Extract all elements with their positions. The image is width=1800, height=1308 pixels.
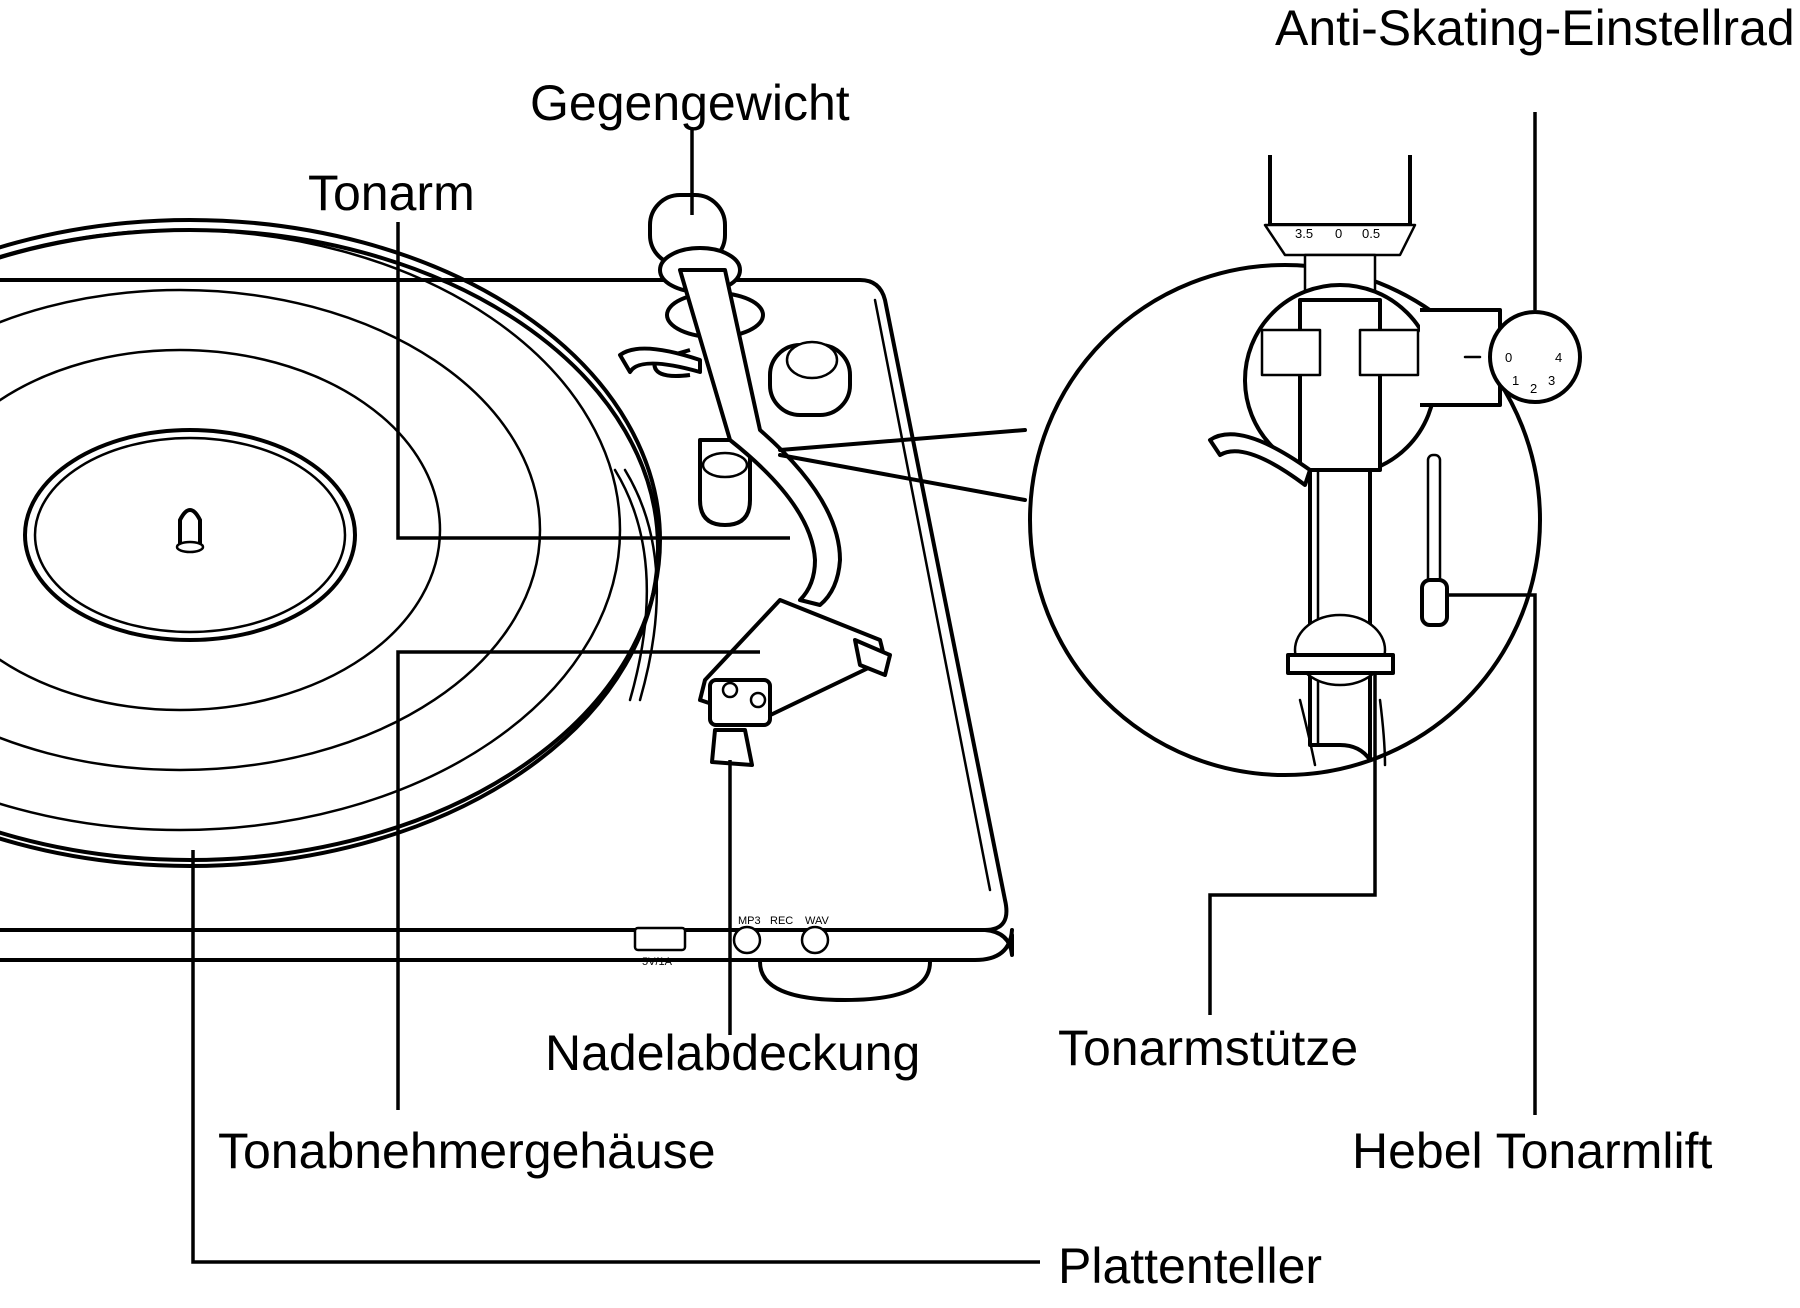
cw-scale-1: 3.5 — [1295, 226, 1313, 241]
stylus-cover-shape — [710, 728, 754, 767]
front-panel: 5V/1A MP3 REC WAV — [633, 915, 830, 968]
usb-port — [633, 926, 687, 952]
zoom-callout — [778, 428, 1027, 502]
turntable-plinth — [0, 278, 1014, 1002]
tonearm-assembly — [618, 193, 892, 767]
wav-marking: WAV — [805, 915, 829, 927]
zoom-detail: 3.5 0 0.5 0 1 2 3 4 — [1028, 155, 1582, 777]
as-scale-1: 1 — [1512, 373, 1519, 388]
label-counterweight: Gegengewicht — [530, 75, 850, 131]
cw-scale-3: 0.5 — [1362, 226, 1380, 241]
label-platter: Plattenteller — [1058, 1238, 1322, 1294]
anti-skating-wheel — [1488, 310, 1582, 404]
anti-skating-knob-small — [785, 340, 839, 380]
cw-scale-2: 0 — [1335, 226, 1342, 241]
wav-button — [800, 925, 830, 955]
arm-rest — [1286, 653, 1395, 675]
label-stylus-cover: Nadelabdeckung — [545, 1025, 920, 1081]
label-anti-skating: Anti-Skating-Einstellrad — [1275, 0, 1795, 56]
label-tonearm: Tonarm — [308, 165, 475, 221]
leader-lines — [191, 112, 1537, 1264]
lift-lever — [1420, 578, 1449, 627]
as-scale-3: 3 — [1548, 373, 1555, 388]
mp3-button — [732, 925, 762, 955]
label-arm-rest: Tonarmstütze — [1058, 1020, 1358, 1076]
platter — [0, 218, 662, 868]
usb-marking: 5V/1A — [642, 956, 673, 968]
rec-marking: REC — [770, 915, 793, 927]
label-headshell: Tonabnehmergehäuse — [218, 1123, 716, 1179]
label-lift-lever: Hebel Tonarmlift — [1352, 1123, 1712, 1179]
mp3-marking: MP3 — [738, 915, 761, 927]
as-scale-4: 4 — [1555, 350, 1562, 365]
as-scale-2: 2 — [1530, 381, 1537, 396]
as-scale-0: 0 — [1505, 350, 1512, 365]
